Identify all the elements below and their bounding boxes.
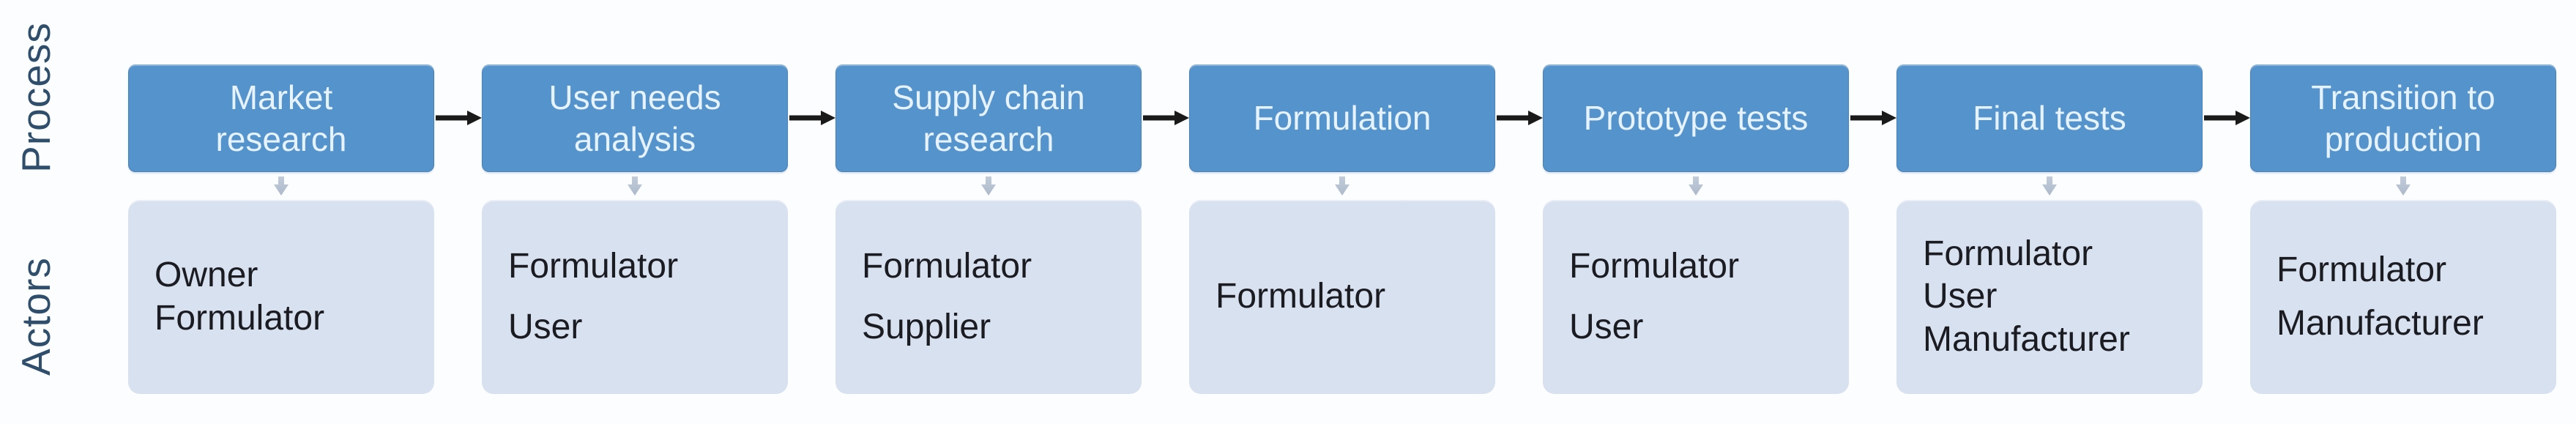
actors-box: Formulator User bbox=[1543, 200, 1849, 394]
process-step-box: Final tests bbox=[1896, 64, 2203, 172]
connector-zone bbox=[482, 172, 788, 200]
step-column: Supply chain research Formulator Supplie… bbox=[835, 0, 1189, 394]
process-step-label: Transition to production bbox=[2311, 78, 2495, 158]
actors-row-label: Actors bbox=[13, 257, 59, 376]
flow-arrow-icon bbox=[434, 109, 482, 127]
step-column: Formulation Formulator bbox=[1189, 0, 1543, 394]
process-step-label: Final tests bbox=[1973, 99, 2126, 138]
actors-box: Formulator User bbox=[482, 200, 788, 394]
flow-arrow-icon bbox=[1849, 109, 1896, 127]
actor-name: User bbox=[508, 307, 583, 346]
connector-zone bbox=[835, 172, 1142, 200]
process-step-box: Supply chain research bbox=[835, 64, 1142, 172]
process-step-box: Formulation bbox=[1189, 64, 1495, 172]
down-connector-icon bbox=[1335, 176, 1350, 196]
actor-name: Formulator bbox=[1569, 246, 1740, 286]
process-step-box: Market research bbox=[128, 64, 434, 172]
process-step-label: Formulation bbox=[1253, 99, 1432, 138]
step-column: Market research Owner Formulator bbox=[128, 0, 482, 394]
flow-arrow-icon bbox=[788, 109, 835, 127]
actor-name: Owner bbox=[155, 255, 258, 294]
connector-zone bbox=[1189, 172, 1495, 200]
actor-name: Manufacturer bbox=[1923, 319, 2130, 359]
actors-box: Formulator Supplier bbox=[835, 200, 1142, 394]
process-row-label: Process bbox=[13, 22, 59, 173]
process-step-box: User needs analysis bbox=[482, 64, 788, 172]
actor-name: User bbox=[1923, 277, 1998, 316]
flow-arrow-icon bbox=[2203, 109, 2250, 127]
actor-name: Formulator bbox=[1923, 234, 2093, 273]
down-connector-icon bbox=[981, 176, 996, 196]
step-column: User needs analysis Formulator User bbox=[482, 0, 835, 394]
down-connector-icon bbox=[2042, 176, 2057, 196]
actors-box: Formulator bbox=[1189, 200, 1495, 394]
connector-zone bbox=[2250, 172, 2556, 200]
actor-name: Formulator bbox=[155, 298, 325, 338]
flow-grid: Market research Owner Formulator User ne… bbox=[128, 0, 2556, 394]
actors-box: Owner Formulator bbox=[128, 200, 434, 394]
actor-name: Manufacturer bbox=[2277, 303, 2484, 343]
down-connector-icon bbox=[1689, 176, 1703, 196]
connector-zone bbox=[1543, 172, 1849, 200]
flow-arrow-icon bbox=[1142, 109, 1189, 127]
process-step-label: User needs analysis bbox=[548, 78, 721, 158]
process-step-label: Supply chain research bbox=[892, 78, 1085, 158]
step-column: Prototype tests Formulator User bbox=[1543, 0, 1896, 394]
down-connector-icon bbox=[628, 176, 642, 196]
process-step-box: Prototype tests bbox=[1543, 64, 1849, 172]
actor-name: Supplier bbox=[862, 307, 991, 346]
process-step-label: Prototype tests bbox=[1583, 99, 1809, 138]
actor-name: Formulator bbox=[862, 246, 1032, 286]
actors-box: Formulator Manufacturer bbox=[2250, 200, 2556, 394]
flow-arrow-icon bbox=[1495, 109, 1543, 127]
connector-zone bbox=[128, 172, 434, 200]
actor-name: Formulator bbox=[508, 246, 679, 286]
step-column: Transition to production Formulator Manu… bbox=[2250, 0, 2556, 394]
actor-name: User bbox=[1569, 307, 1644, 346]
process-step-label: Market research bbox=[215, 78, 347, 158]
actor-name: Formulator bbox=[2277, 250, 2447, 289]
actor-name: Formulator bbox=[1216, 277, 1386, 316]
connector-zone bbox=[1896, 172, 2203, 200]
down-connector-icon bbox=[274, 176, 289, 196]
actors-box: Formulator User Manufacturer bbox=[1896, 200, 2203, 394]
down-connector-icon bbox=[2396, 176, 2411, 196]
step-column: Final tests Formulator User Manufacturer bbox=[1896, 0, 2250, 394]
process-step-box: Transition to production bbox=[2250, 64, 2556, 172]
